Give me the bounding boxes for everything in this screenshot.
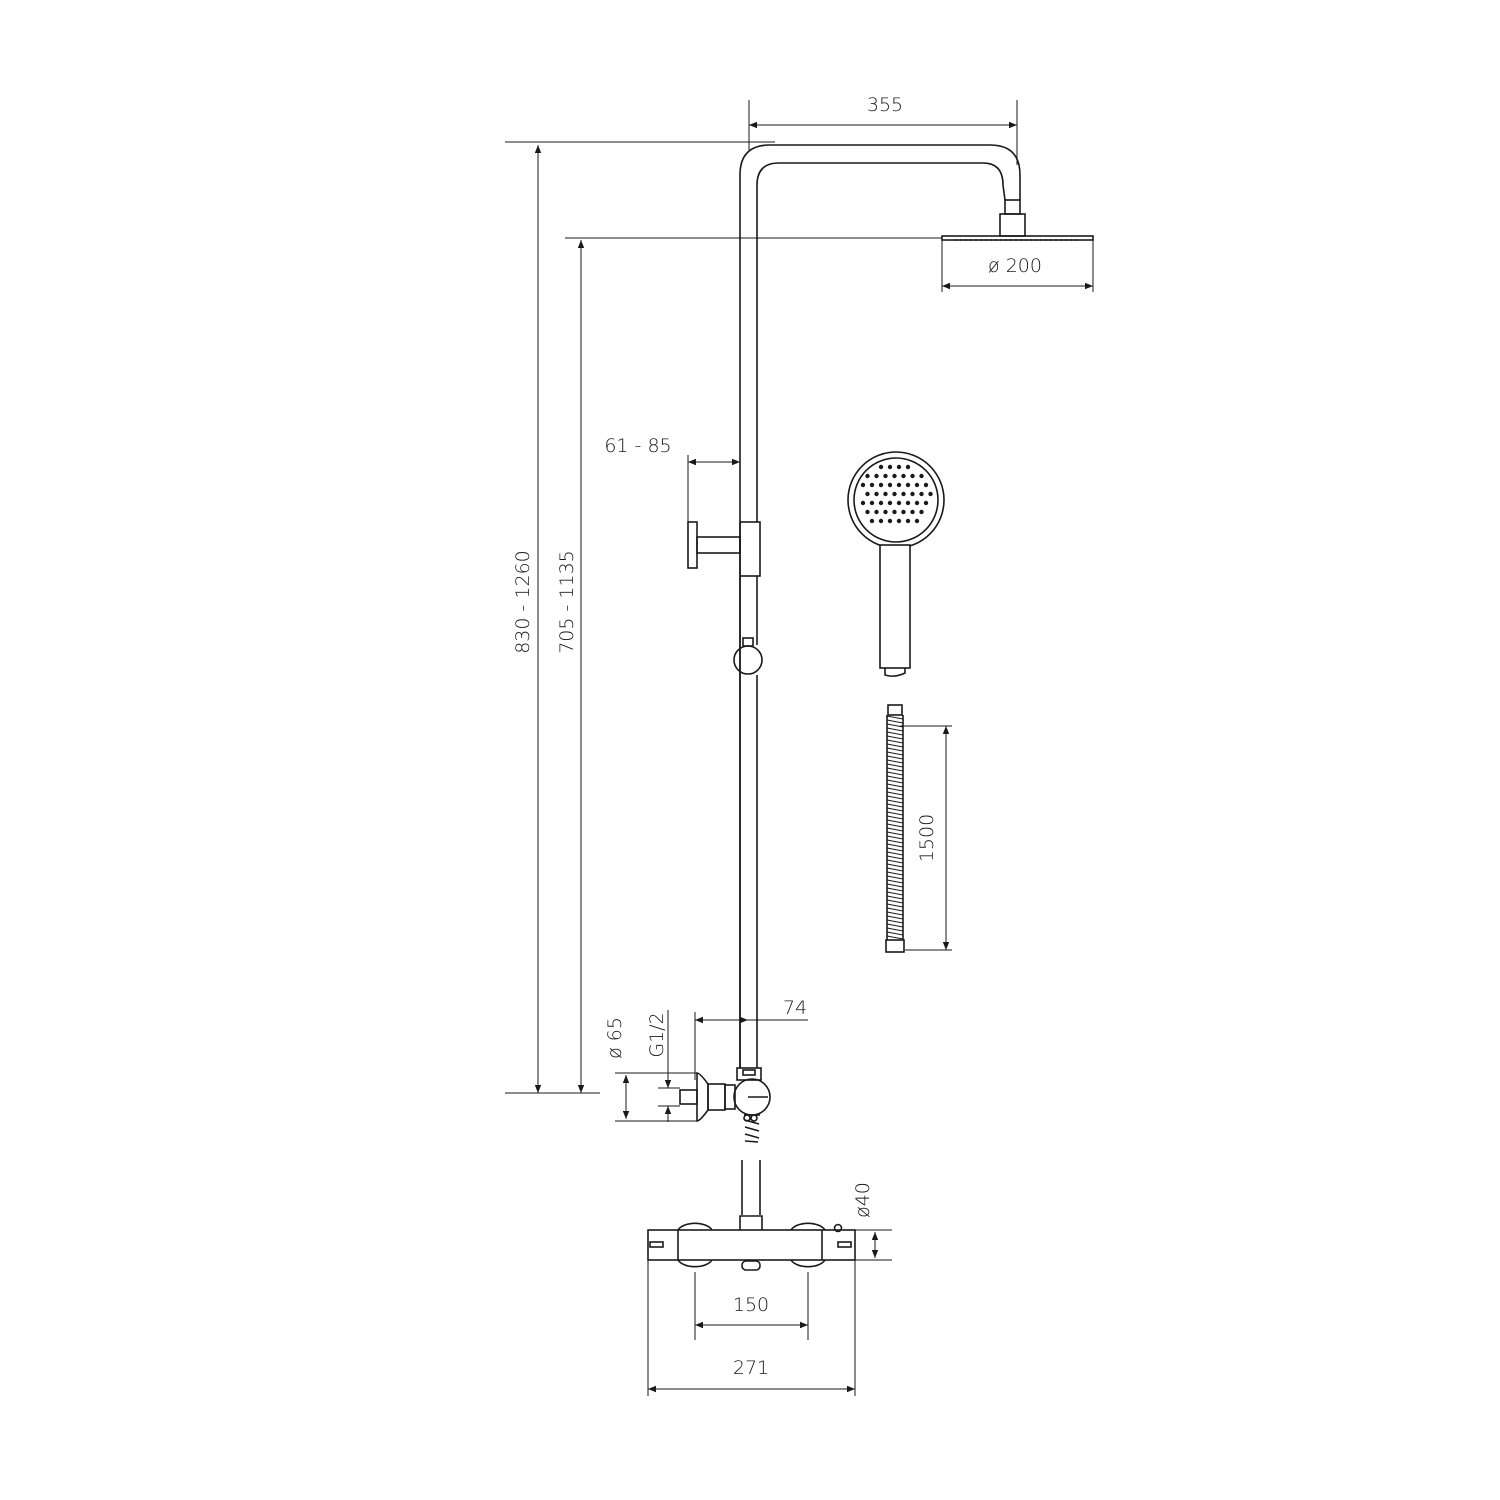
- dimension-label: ø 65: [604, 1017, 626, 1059]
- spray-hole: [869, 482, 875, 488]
- dimension-hose-length: 1500: [900, 725, 952, 951]
- spray-hole: [883, 509, 888, 515]
- spray-hole: [892, 491, 897, 497]
- spray-hole: [878, 464, 884, 470]
- dimension-label: G1/2: [646, 1012, 668, 1057]
- spray-hole: [874, 491, 879, 497]
- dimension-head-diameter: ø 200: [941, 240, 1094, 292]
- dimension-label: 355: [867, 94, 903, 116]
- spray-hole: [923, 482, 929, 488]
- spray-hole: [860, 500, 866, 506]
- spray-hole: [905, 500, 911, 506]
- dimension-label: 830 - 1260: [512, 550, 534, 654]
- dimension-label: 271: [733, 1357, 769, 1379]
- spray-hole: [896, 482, 902, 488]
- shower-hose: [885, 704, 905, 953]
- spray-hole: [914, 482, 920, 488]
- riser-pipe: [739, 144, 1021, 1068]
- spray-hole: [869, 518, 875, 524]
- spray-holes: [860, 464, 933, 524]
- spray-hole: [865, 473, 870, 479]
- dimension-label: ø40: [852, 1182, 874, 1218]
- dimension-arm-length: 355: [748, 94, 1018, 165]
- spray-hole: [901, 491, 906, 497]
- spray-hole: [923, 500, 929, 506]
- dimension-label: 1500: [916, 814, 938, 862]
- spray-hole: [896, 464, 902, 470]
- spray-hole: [887, 464, 893, 470]
- spray-hole: [892, 509, 897, 515]
- overhead-shower-head: [941, 199, 1094, 241]
- dimension-label: 61 - 85: [604, 435, 671, 457]
- thermostatic-mixer: [647, 1160, 856, 1271]
- dimension-wall-bracket: 61 - 85: [604, 435, 740, 522]
- spray-hole: [905, 482, 911, 488]
- dimension-total-height: 830 - 1260: [505, 141, 775, 1094]
- dimension-head-height: 705 - 1135: [556, 237, 942, 1093]
- dimension-body-diameter: ø40: [852, 1182, 892, 1261]
- spray-hole: [896, 518, 902, 524]
- spray-hole: [919, 473, 924, 479]
- spray-hole: [883, 473, 888, 479]
- spray-hole: [878, 482, 884, 488]
- spray-hole: [910, 509, 915, 515]
- spray-hole: [878, 518, 884, 524]
- spray-hole: [878, 500, 884, 506]
- spray-hole: [914, 518, 920, 524]
- spray-hole: [887, 518, 893, 524]
- spray-hole: [919, 509, 924, 515]
- spray-hole: [905, 464, 911, 470]
- lower-fitting: [658, 1067, 771, 1143]
- spray-hole: [910, 491, 915, 497]
- spray-hole: [905, 518, 911, 524]
- spray-hole: [914, 500, 920, 506]
- dimension-label: 74: [783, 997, 807, 1019]
- spray-hole: [892, 473, 897, 479]
- dimension-offset: 74: [694, 997, 808, 1080]
- spray-hole: [874, 509, 879, 515]
- spray-hole: [860, 482, 866, 488]
- spray-hole: [910, 473, 915, 479]
- spray-hole: [865, 491, 870, 497]
- spray-hole: [901, 509, 906, 515]
- dimension-body-width: 271: [647, 1260, 856, 1396]
- hand-shower: [847, 451, 945, 677]
- spray-hole: [901, 473, 906, 479]
- spray-hole: [874, 473, 879, 479]
- spray-hole: [887, 500, 893, 506]
- spray-hole: [919, 491, 924, 497]
- spray-hole: [928, 491, 933, 497]
- spray-hole: [896, 500, 902, 506]
- spray-hole: [865, 509, 870, 515]
- spray-hole: [883, 491, 888, 497]
- spray-hole: [887, 482, 893, 488]
- dimension-label: ø 200: [988, 255, 1042, 277]
- dimension-label: 705 - 1135: [556, 550, 578, 654]
- dimension-flange-diameter: ø 65: [604, 1017, 697, 1122]
- wall-bracket: [687, 521, 763, 675]
- spray-hole: [869, 500, 875, 506]
- dimension-label: 150: [733, 1294, 769, 1316]
- dimension-inlet-spacing: 150: [694, 1272, 809, 1340]
- dimension-thread: G1/2: [646, 1010, 672, 1122]
